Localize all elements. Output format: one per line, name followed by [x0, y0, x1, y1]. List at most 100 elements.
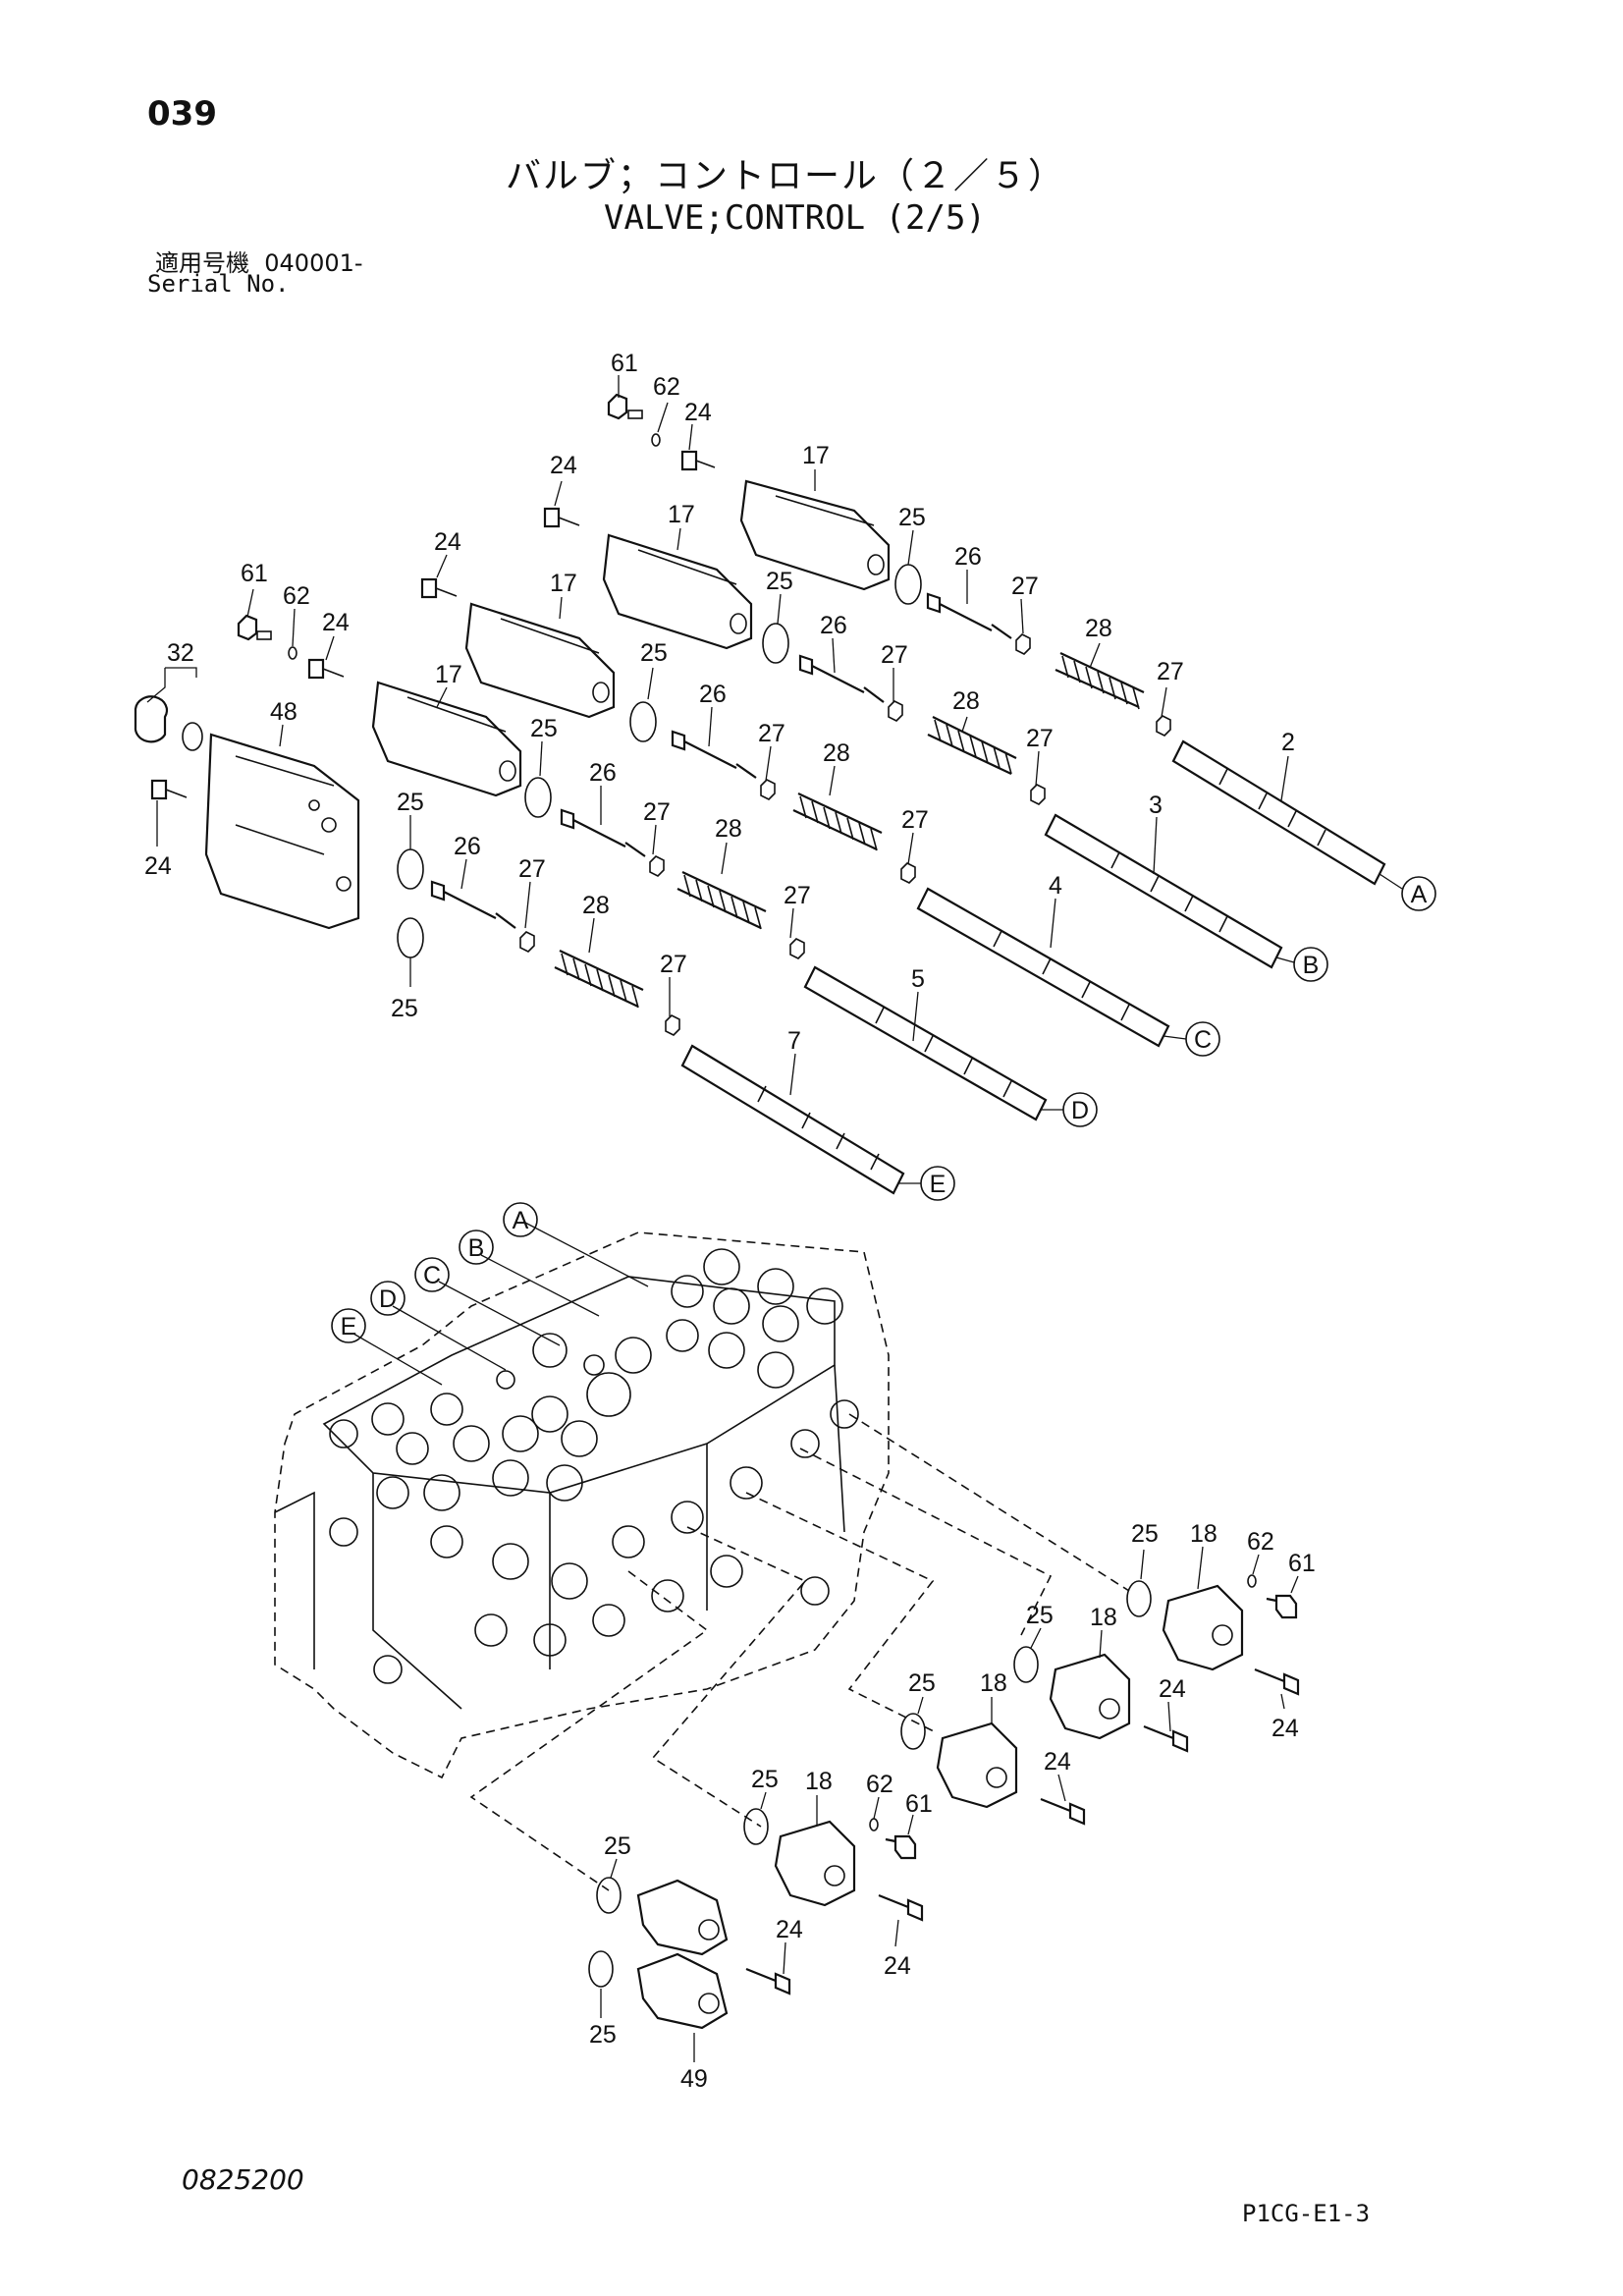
spool-part-5: [803, 965, 1048, 1121]
plug-thread: [256, 630, 272, 640]
valve-body-edges: [372, 1364, 845, 1710]
callout-62: 62: [1247, 1528, 1274, 1556]
callout-27: 27: [758, 720, 785, 747]
cap-bore: [986, 1767, 1007, 1788]
o-ring-part-25: [524, 777, 552, 818]
bolt-part-24: [1254, 1667, 1300, 1696]
callout-28: 28: [715, 815, 742, 843]
washer-part-27-b: [1030, 784, 1046, 805]
valve-body: A B C D E: [274, 1202, 1130, 1891]
callout-4: 4: [1049, 872, 1062, 900]
spool-grooves: [993, 930, 1130, 1021]
cap-group-5: [588, 1877, 791, 2030]
cap-bore: [1212, 1624, 1233, 1646]
body-tag-d-label: D: [379, 1285, 397, 1313]
callout-61: 61: [1288, 1550, 1316, 1577]
spool-end-tag-e-label: E: [930, 1171, 947, 1198]
leader-lines-upper: [146, 375, 1289, 1096]
callout-27: 27: [1011, 573, 1039, 600]
spring-coils: [1061, 655, 1140, 710]
upper-assembly: A B C D E 61 62 24 17 25 26 27 28 27 2: [134, 350, 1436, 1201]
callout-25: 25: [766, 568, 793, 595]
callout-26: 26: [820, 612, 847, 639]
row-c-parts: [420, 577, 1170, 1048]
callout-24: 24: [1271, 1715, 1299, 1742]
cover-part-17: [602, 533, 753, 650]
washer-part-27: [649, 855, 665, 877]
bolt-part-24: [1143, 1724, 1189, 1753]
callout-27: 27: [1157, 658, 1184, 685]
spring-part-28: [1055, 652, 1145, 709]
callout-62: 62: [866, 1771, 893, 1798]
o-ring-part-25: [596, 1877, 622, 1914]
valve-body-side: [274, 1491, 315, 1669]
page-title: VALVE;CONTROL (2/5): [604, 198, 986, 238]
spool-grooves: [1218, 768, 1326, 847]
callout-18: 18: [1090, 1604, 1117, 1631]
body-tag-a: [503, 1202, 538, 1237]
callout-25: 25: [391, 995, 418, 1022]
row-d-parts: [237, 614, 1048, 1121]
callout-24: 24: [550, 452, 577, 479]
callout-61: 61: [241, 560, 268, 587]
callout-17: 17: [668, 501, 695, 528]
spool-end-tag-b: [1293, 947, 1328, 982]
bolt-shank: [695, 460, 716, 468]
o-ring-part-25: [629, 701, 657, 742]
cap-group-3: [900, 1713, 1086, 1826]
callout-48: 48: [270, 698, 298, 726]
cover-rib: [235, 755, 335, 787]
callout-24: 24: [322, 609, 350, 636]
o-ring-part-25: [900, 1713, 926, 1750]
cap-bore: [698, 1993, 720, 2014]
body-tag-e-label: E: [341, 1313, 357, 1340]
cover-part-17: [464, 602, 616, 719]
callout-25: 25: [604, 1832, 631, 1860]
callout-28: 28: [823, 739, 850, 767]
valve-body-tags: A B C D E: [331, 1202, 649, 1386]
washer-part-27-b: [665, 1014, 680, 1036]
callout-24: 24: [684, 399, 712, 426]
o-ring-part-62: [288, 646, 298, 660]
callout-27: 27: [1026, 725, 1054, 752]
bolt-head-part-24: [680, 450, 698, 471]
bolt-thread: [495, 912, 516, 929]
callouts-lower: 25 18 62 61 24 25 18 24 25 18 24 25 18 6…: [589, 1520, 1316, 2093]
callout-62: 62: [653, 373, 680, 401]
spool-part-3: [1044, 813, 1283, 969]
o-ring-part-25-b: [588, 1950, 614, 1988]
bolt-shank: [322, 668, 345, 678]
callout-25: 25: [397, 789, 424, 816]
row-b-parts: [543, 507, 1283, 969]
row-a-parts: [607, 393, 1386, 886]
serial-range: 040001-: [264, 249, 363, 277]
cover-rib: [406, 696, 507, 733]
valve-body-outline: [274, 1231, 890, 1779]
spring-part-28: [676, 871, 767, 929]
bolt-thread: [624, 842, 646, 857]
cap-part-49-lower: [636, 1952, 729, 2030]
callout-25: 25: [589, 2021, 617, 2049]
o-ring-part-25-b: [397, 917, 424, 958]
cap-bore: [1099, 1698, 1120, 1720]
o-ring-part-62: [869, 1818, 879, 1831]
callout-5: 5: [911, 965, 925, 993]
cap-part-18: [774, 1820, 856, 1907]
bolt-shank: [435, 587, 458, 597]
bolt-thread: [735, 763, 757, 779]
washer-part-27-b: [900, 862, 916, 884]
bolt-head-part-24: [307, 658, 325, 680]
washer-part-27: [519, 931, 535, 953]
bolt-part-24: [878, 1893, 924, 1922]
body-tag-b: [459, 1230, 494, 1265]
document-code: 0825200: [182, 2163, 304, 2196]
washer-part-27: [888, 700, 903, 722]
cover-rib: [500, 618, 600, 654]
spool-part-2: [1171, 739, 1386, 886]
spring-coils: [799, 795, 878, 851]
serial-label-japanese: 適用号機: [155, 249, 249, 277]
plug-part-61: [237, 614, 258, 641]
o-ring: [182, 722, 203, 751]
plug-part-61: [885, 1834, 917, 1860]
